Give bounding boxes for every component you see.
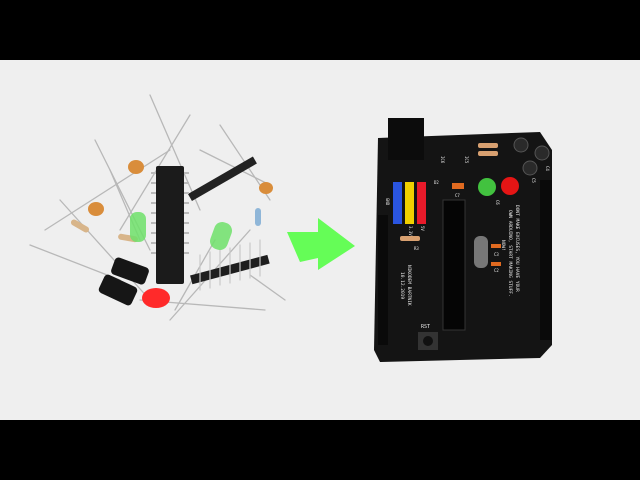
label-c4: C4: [545, 166, 550, 171]
red-led: [142, 288, 170, 308]
chip-pins: [151, 172, 189, 254]
board-message-line-1: DONT MAKE EXCUSES, YOU HAVE YOUR: [514, 205, 520, 292]
label-r3: R3: [414, 246, 419, 251]
electrolytic-capacitor: [534, 145, 550, 161]
reset-label: RST: [421, 324, 430, 330]
resistor: [478, 151, 498, 156]
reset-button-cap: [423, 336, 433, 346]
resistor: [478, 143, 498, 148]
smd-capacitor: [452, 183, 464, 189]
label-c5: C5: [531, 178, 536, 183]
crystal: [474, 236, 488, 268]
board-message-line-2: OWN ARDUINO, START MAKING STUFF.: [507, 210, 513, 297]
colored-headers: [393, 182, 426, 224]
ceramic-capacitor: [128, 160, 144, 174]
arduino-board: RST GND 3.3V 5V IC6 IC5 D2 C7 C6 R3 C3 C…: [374, 118, 552, 362]
smd-capacitor: [491, 262, 501, 266]
pin-header-right: [540, 180, 552, 340]
resistor: [400, 236, 420, 241]
smd-capacitor: [491, 244, 501, 248]
pin-label-5v: 5V: [420, 226, 425, 231]
header-pins: [187, 156, 270, 291]
label-ic5: IC5: [464, 156, 469, 164]
electrolytic-capacitor: [111, 257, 149, 285]
board-author: NIKODEM BARTNIK: [406, 265, 412, 306]
pin-label-gnd: GND: [385, 198, 390, 206]
ceramic-capacitor: [259, 182, 273, 194]
green-led: [478, 178, 496, 196]
electrolytic-capacitor: [522, 160, 538, 176]
loose-components: [29, 94, 286, 321]
green-led: [210, 222, 232, 250]
atmega-chip: [442, 199, 466, 331]
arrow-icon: [287, 218, 355, 270]
pin-label-3v3: 3.3V: [408, 226, 413, 236]
label-c2: C2: [494, 268, 499, 273]
label-c7: C7: [455, 193, 460, 198]
green-led: [130, 212, 146, 242]
board-date: 10.12.2019: [399, 272, 405, 299]
label-d2: D2: [434, 180, 439, 185]
resistor: [255, 208, 261, 226]
label-c3: C3: [494, 252, 499, 257]
ceramic-capacitor: [88, 202, 104, 216]
label-c6: C6: [495, 200, 500, 205]
red-led: [501, 177, 519, 195]
dc-jack: [388, 118, 424, 160]
pin-header-left: [378, 215, 388, 345]
atmega-chip: [156, 166, 184, 284]
electrolytic-capacitor: [513, 137, 529, 153]
resistor: [70, 219, 90, 233]
board-message-line-3: NOW!: [500, 240, 506, 251]
label-ic6: IC6: [440, 156, 445, 164]
electrolytic-capacitor: [98, 274, 138, 306]
